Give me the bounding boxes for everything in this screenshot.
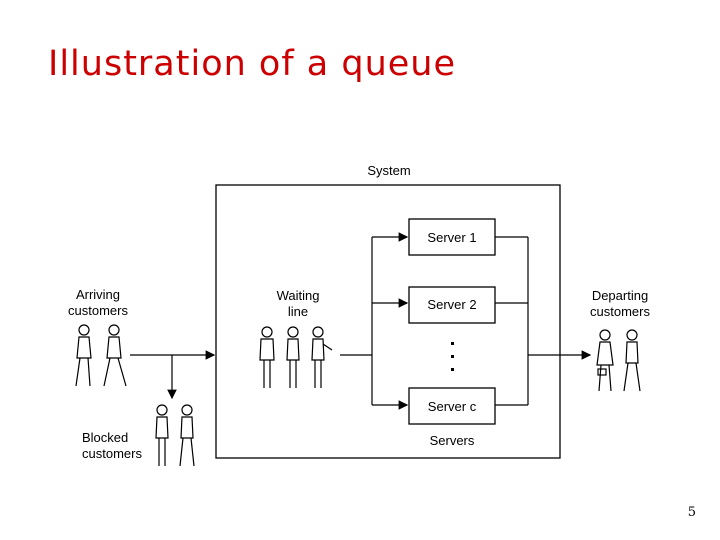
system-box (215, 184, 561, 459)
blocked-label-2: customers (82, 446, 142, 461)
waiting-person-icon (259, 326, 275, 388)
page-number: 5 (687, 505, 696, 520)
server-2-label: Server 2 (427, 297, 476, 312)
arriving-person-icon (75, 324, 92, 387)
arriving-person-icon (103, 324, 127, 387)
departing-label-2: customers (590, 304, 650, 319)
merge-lines (495, 236, 592, 406)
arriving-label-2: customers (68, 303, 128, 318)
server-2-box (408, 286, 496, 324)
server-1-box (408, 218, 496, 256)
waiting-label-2: line (288, 304, 308, 319)
waiting-person-icon (311, 326, 333, 388)
blocked-person-icon (179, 404, 195, 467)
system-label: System (367, 163, 410, 178)
server-c-label: Server c (428, 399, 477, 414)
blocked-label-1: Blocked (82, 430, 128, 445)
more-servers-dots (451, 342, 454, 371)
server-1-label: Server 1 (427, 230, 476, 245)
slide-title: Illustration of a queue (48, 44, 456, 84)
servers-label: Servers (430, 433, 475, 448)
waiting-label-1: Waiting (277, 288, 320, 303)
arriving-label-1: Arriving (76, 287, 120, 302)
departing-person-icon (596, 329, 614, 392)
waiting-person-icon (286, 326, 300, 388)
dispatch-lines (340, 232, 409, 410)
departing-person-icon (623, 329, 641, 392)
departing-label-1: Departing (592, 288, 648, 303)
arrival-arrow (130, 350, 216, 400)
server-c-box (408, 387, 496, 425)
blocked-person-icon (155, 404, 169, 466)
